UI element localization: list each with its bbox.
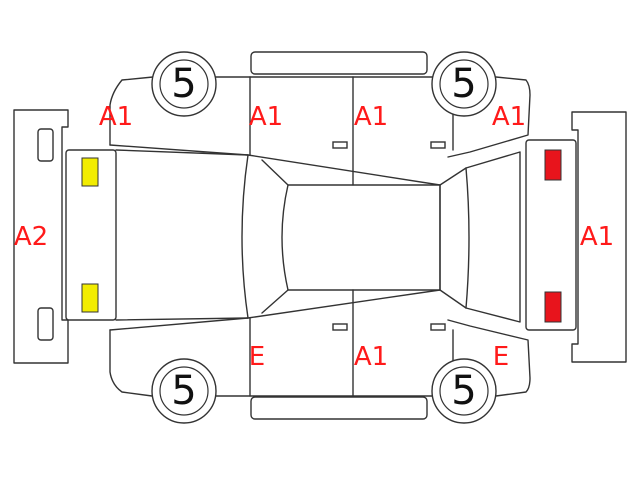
hood-line-bottom <box>115 317 249 321</box>
tail-lamp-icon <box>544 291 562 323</box>
headlamp-icon <box>81 157 99 187</box>
windshield <box>261 159 289 314</box>
damage-code-front-fender-left: A1 <box>98 102 134 132</box>
damage-code-front-bumper: A2 <box>13 222 49 252</box>
damage-code-front-door-left: A1 <box>248 102 284 132</box>
damage-code-rear-door-right: A1 <box>353 342 389 372</box>
roof-trim-bottom <box>250 396 428 420</box>
side-profile-top <box>109 76 531 158</box>
front-bumper-shape <box>13 109 69 364</box>
roof-trim-top <box>250 51 428 75</box>
tire-label-rear-left: 5 <box>451 61 477 107</box>
wheel-rear-left-hub <box>439 59 489 109</box>
side-profile-bottom-sill <box>109 317 249 331</box>
damage-code-rear-fender-right: E <box>492 342 510 372</box>
damage-code-rear-door-left: A1 <box>353 102 389 132</box>
rear-window <box>439 167 470 309</box>
hood-edge <box>241 154 249 319</box>
headlamp-icon <box>81 283 99 313</box>
tail-lamp-icon <box>544 149 562 181</box>
front-bumper-slot-top <box>37 128 54 162</box>
door-handle-top-rear <box>430 141 446 149</box>
hood-line-top <box>115 149 249 156</box>
tire-label-front-left: 5 <box>171 61 197 107</box>
wheel-front-left-hub <box>159 59 209 109</box>
door-handle-bottom-front <box>332 323 348 331</box>
door-handle-bottom-rear <box>430 323 446 331</box>
tire-label-front-right: 5 <box>171 368 197 414</box>
rear-lamp-box <box>525 139 577 331</box>
rear-bumper-shape <box>571 111 627 363</box>
roof-outline <box>247 154 441 319</box>
door-handle-top-front <box>332 141 348 149</box>
front-bumper-slot-bottom <box>37 307 54 341</box>
damage-code-rear-fender-left: A1 <box>491 102 527 132</box>
damage-code-front-door-right: E <box>248 342 266 372</box>
front-lamp-box <box>65 149 117 321</box>
tire-label-rear-right: 5 <box>451 368 477 414</box>
wheel-rear-right-hub <box>439 366 489 416</box>
side-profile-top-sill <box>109 144 249 156</box>
roof-panel <box>287 184 441 291</box>
wheel-front-right-hub <box>159 366 209 416</box>
damage-code-rear-bumper: A1 <box>579 222 615 252</box>
trunk-lid <box>465 151 521 323</box>
